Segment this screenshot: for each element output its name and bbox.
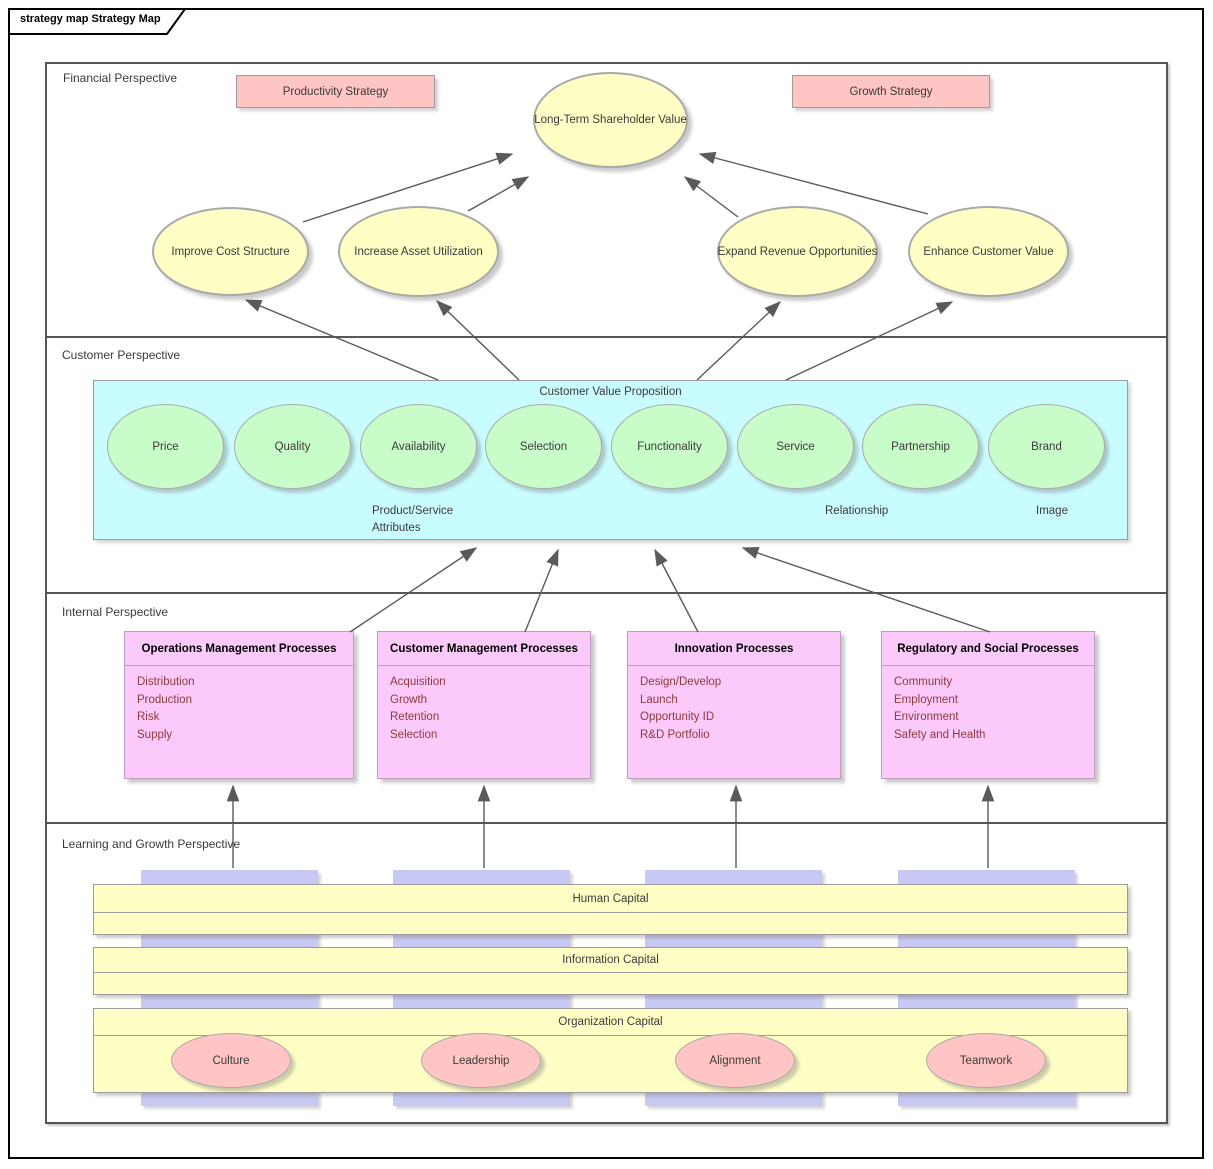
node-innovation-processes-title: Innovation Processes	[628, 632, 840, 666]
node-improve-cost-structure-label: Improve Cost Structure	[171, 245, 290, 258]
node-culture[interactable]: Culture	[171, 1033, 291, 1088]
process-item: Opportunity ID	[640, 711, 715, 723]
node-teamwork-label: Teamwork	[959, 1054, 1013, 1067]
node-enhance-customer-value[interactable]: Enhance Customer Value	[908, 206, 1069, 297]
node-functionality-label: Functionality	[637, 440, 702, 453]
node-innovation-processes-items: Design/Develop Launch Opportunity ID R&D…	[628, 666, 840, 752]
process-item: Acquisition	[390, 676, 446, 688]
node-availability-label: Availability	[391, 440, 446, 453]
node-brand-label: Brand	[1031, 440, 1062, 453]
node-customer-management-processes[interactable]: Customer Management Processes Acquisitio…	[377, 631, 591, 779]
node-information-capital[interactable]: Information Capital	[93, 947, 1128, 995]
process-item: R&D Portfolio	[640, 728, 710, 741]
node-service-label: Service	[776, 440, 815, 453]
diagram-tab-title: strategy map Strategy Map	[20, 13, 161, 25]
node-growth-strategy[interactable]: Growth Strategy	[792, 75, 990, 108]
node-growth-strategy-label: Growth Strategy	[849, 85, 933, 98]
node-expand-revenue-opportunities-label: Expand Revenue Opportunities	[717, 245, 878, 258]
process-item: Production	[137, 693, 192, 706]
node-selection-label: Selection	[519, 440, 568, 453]
node-availability[interactable]: Availability	[360, 404, 477, 489]
process-item: Design/Develop	[640, 676, 722, 688]
process-item: Safety and Health	[894, 728, 986, 741]
process-item: Environment	[894, 711, 959, 723]
band-label-financial: Financial Perspective	[63, 71, 178, 85]
node-culture-label: Culture	[212, 1054, 250, 1067]
node-long-term-shareholder-value-label: Long-Term Shareholder Value	[534, 114, 687, 126]
band-separator-financial-customer	[45, 336, 1168, 338]
node-increase-asset-utilization-label: Increase Asset Utilization	[354, 245, 483, 258]
node-operations-management-processes-title: Operations Management Processes	[125, 632, 353, 666]
node-operations-management-processes-items: Distribution Production Risk Supply	[125, 666, 353, 752]
group-label-product-service-line1: Product/Service	[372, 505, 454, 517]
node-brand[interactable]: Brand	[988, 404, 1105, 489]
group-label-relationship: Relationship	[825, 505, 889, 517]
process-item: Selection	[390, 728, 438, 741]
node-increase-asset-utilization[interactable]: Increase Asset Utilization	[338, 206, 499, 297]
node-teamwork[interactable]: Teamwork	[926, 1033, 1046, 1088]
node-innovation-processes[interactable]: Innovation Processes Design/Develop Laun…	[627, 631, 841, 779]
band-label-internal: Internal Perspective	[62, 605, 169, 619]
diagram-tab-shape	[8, 8, 187, 35]
node-selection[interactable]: Selection	[485, 404, 602, 489]
node-leadership-label: Leadership	[452, 1054, 510, 1067]
node-operations-management-processes[interactable]: Operations Management Processes Distribu…	[124, 631, 354, 779]
node-productivity-strategy[interactable]: Productivity Strategy	[236, 75, 435, 108]
process-item: Community	[894, 676, 953, 688]
process-item: Retention	[390, 711, 440, 723]
process-item: Employment	[894, 693, 958, 706]
node-enhance-customer-value-label: Enhance Customer Value	[923, 245, 1054, 258]
diagram-tab[interactable]: strategy map Strategy Map	[8, 8, 188, 36]
node-customer-management-processes-title: Customer Management Processes	[378, 632, 590, 666]
node-alignment-label: Alignment	[709, 1054, 761, 1067]
node-quality-label: Quality	[274, 440, 311, 453]
node-expand-revenue-opportunities[interactable]: Expand Revenue Opportunities	[717, 206, 878, 297]
node-partnership-label: Partnership	[891, 440, 950, 453]
node-leadership[interactable]: Leadership	[421, 1033, 541, 1088]
band-separator-internal-learning	[45, 822, 1168, 824]
node-information-capital-title: Information Capital	[94, 948, 1127, 973]
process-item: Launch	[640, 693, 678, 706]
node-alignment[interactable]: Alignment	[675, 1033, 795, 1088]
node-customer-value-proposition-title: Customer Value Proposition	[539, 386, 682, 398]
node-human-capital-title: Human Capital	[94, 885, 1127, 913]
diagram-outer-border	[8, 8, 1204, 1159]
node-price-label: Price	[152, 440, 179, 453]
node-price[interactable]: Price	[107, 404, 224, 489]
group-label-image: Image	[1036, 505, 1068, 517]
node-regulatory-and-social-processes-items: Community Employment Environment Safety …	[882, 666, 1094, 752]
node-quality[interactable]: Quality	[234, 404, 351, 489]
node-organization-capital-title: Organization Capital	[94, 1009, 1127, 1036]
process-item: Growth	[390, 693, 428, 706]
process-item: Distribution	[137, 676, 195, 688]
node-regulatory-and-social-processes-title: Regulatory and Social Processes	[882, 632, 1094, 666]
node-human-capital[interactable]: Human Capital	[93, 884, 1128, 935]
node-partnership[interactable]: Partnership	[862, 404, 979, 489]
node-functionality[interactable]: Functionality	[611, 404, 728, 489]
band-separator-customer-internal	[45, 592, 1168, 594]
node-service[interactable]: Service	[737, 404, 854, 489]
band-label-learning: Learning and Growth Perspective	[62, 837, 241, 851]
group-label-product-service: Product/Service Attributes	[372, 503, 453, 537]
process-item: Supply	[137, 728, 173, 741]
node-regulatory-and-social-processes[interactable]: Regulatory and Social Processes Communit…	[881, 631, 1095, 779]
node-improve-cost-structure[interactable]: Improve Cost Structure	[152, 207, 309, 296]
node-productivity-strategy-label: Productivity Strategy	[282, 85, 389, 98]
band-label-customer: Customer Perspective	[62, 348, 181, 362]
node-long-term-shareholder-value[interactable]: Long-Term Shareholder Value	[533, 72, 688, 168]
process-item: Risk	[137, 711, 160, 723]
node-customer-management-processes-items: Acquisition Growth Retention Selection	[378, 666, 590, 752]
group-label-product-service-line2: Attributes	[372, 522, 421, 534]
